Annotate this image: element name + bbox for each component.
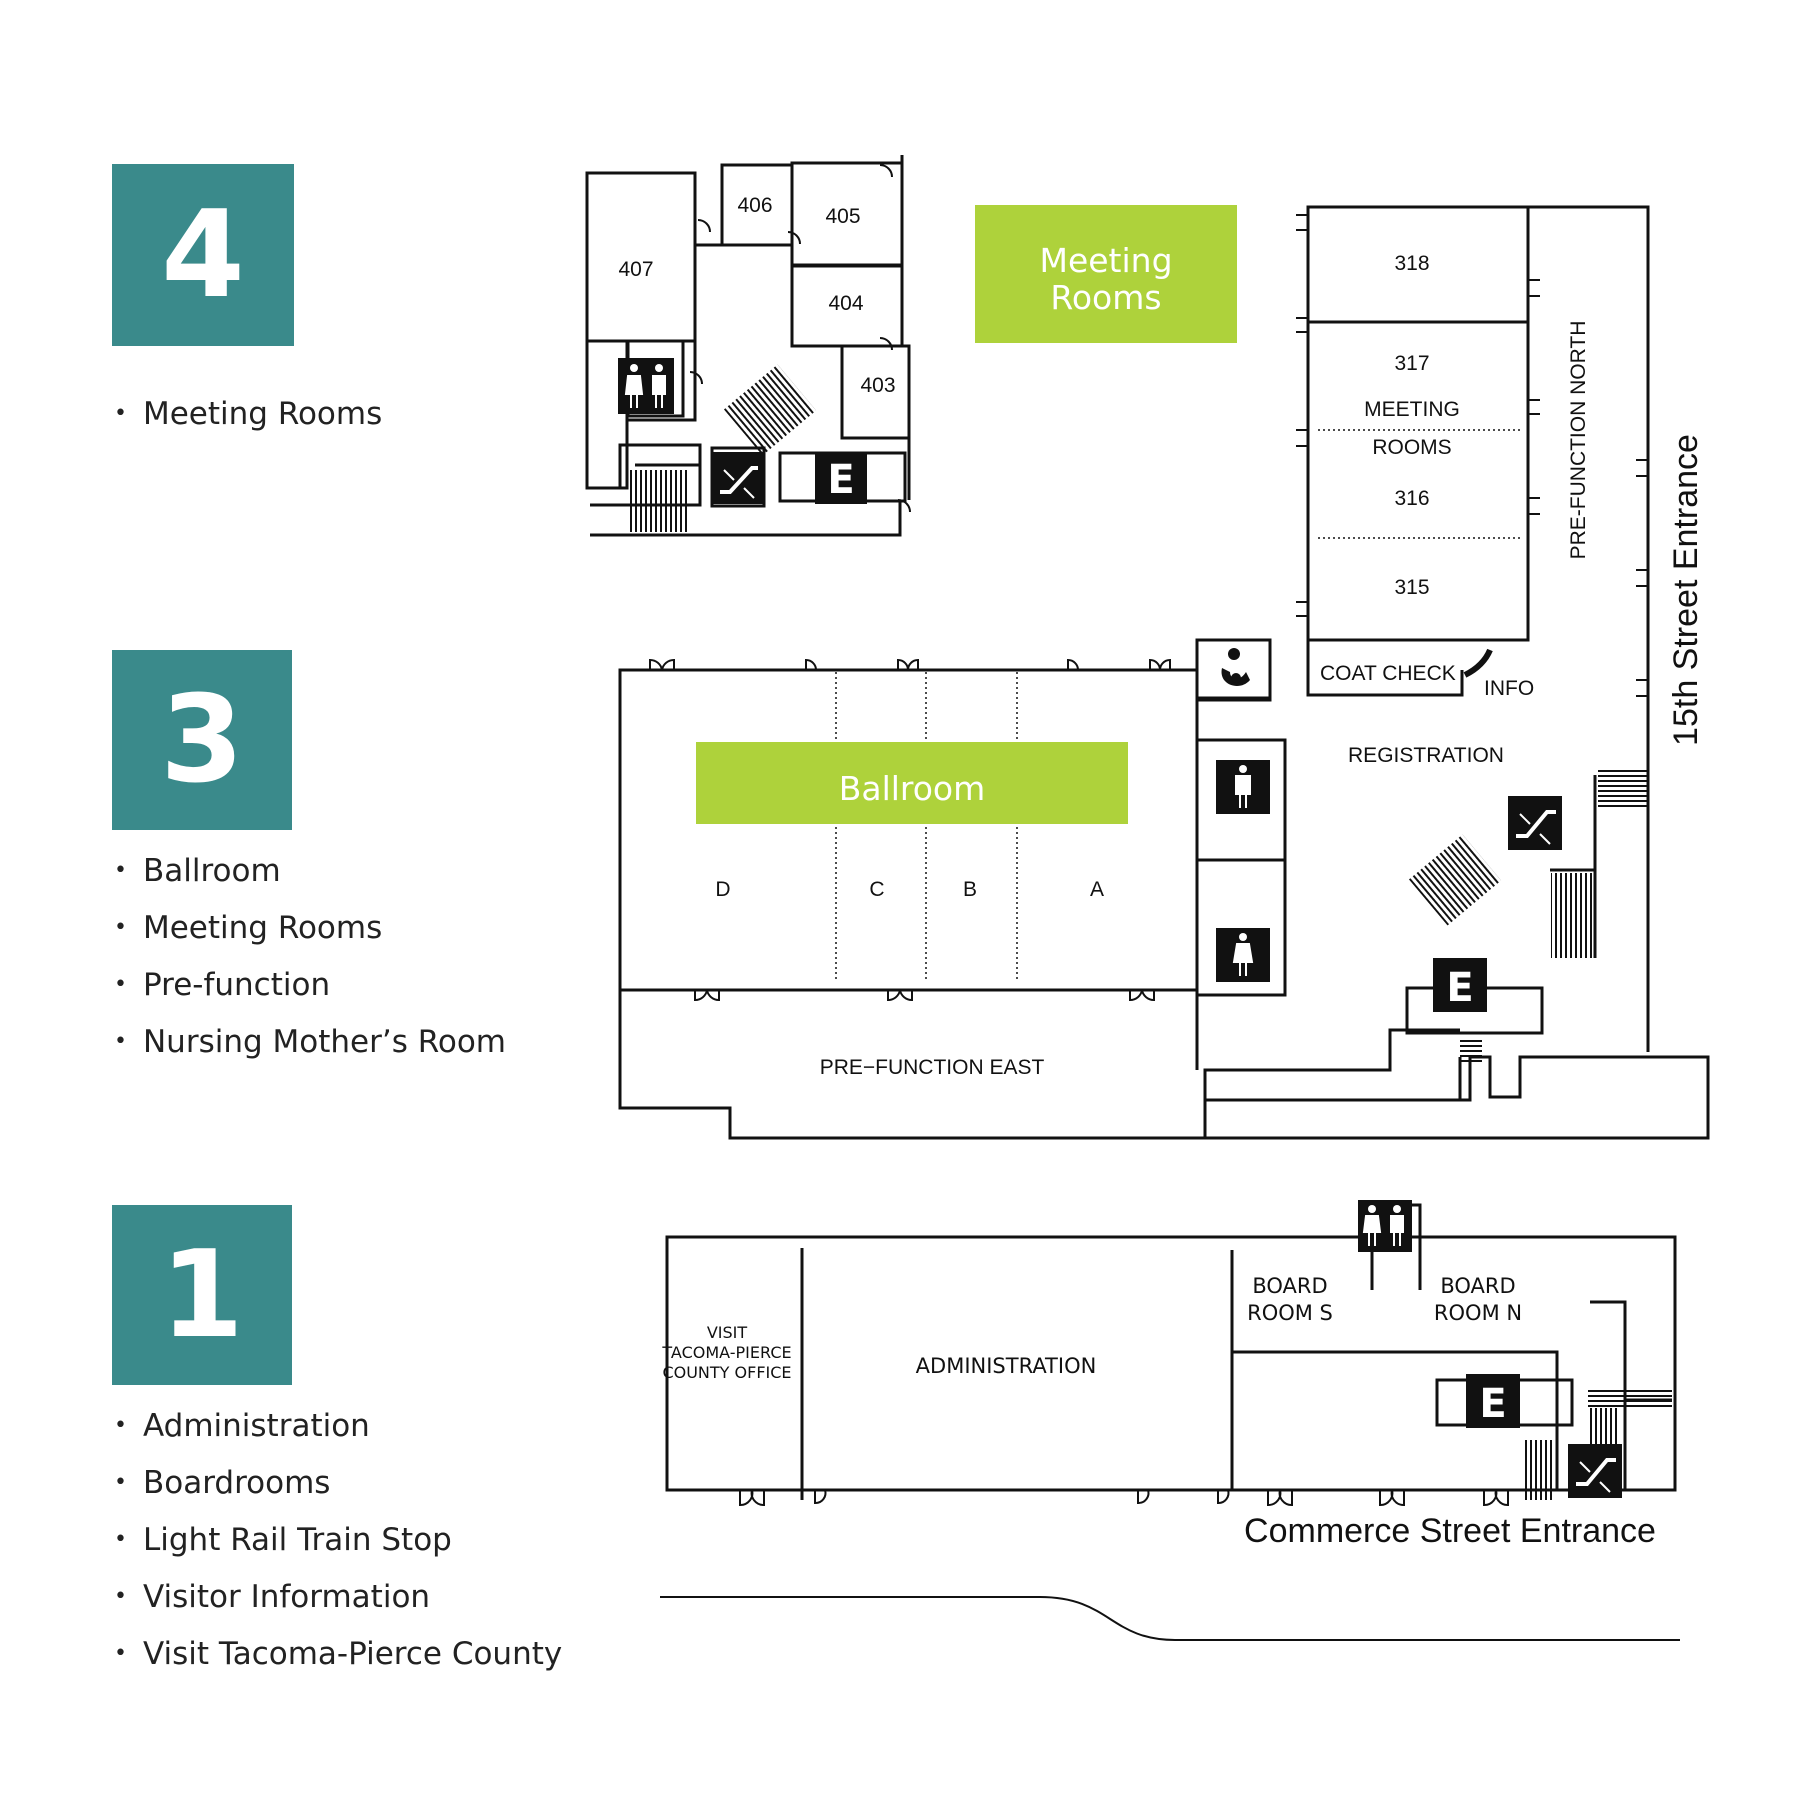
floor-4-highlight (975, 205, 1237, 343)
stairs-icon (1551, 873, 1596, 958)
stairs-icon (1460, 1038, 1482, 1063)
room-407: 407 (618, 258, 653, 281)
elevator-label: E (1479, 1381, 1506, 1427)
ballroom-section-a: A (1090, 878, 1104, 901)
stairs-icon (1588, 1408, 1618, 1448)
room-315: 315 (1394, 576, 1429, 599)
board-room-s-label-2: ROOM S (1247, 1301, 1333, 1325)
womens-restroom-icon (1216, 928, 1270, 982)
ballroom-section-c: C (869, 878, 884, 901)
escalator-icon (1508, 796, 1562, 850)
legend-item: Meeting Rooms (112, 899, 506, 956)
stairs-icon (1598, 768, 1648, 808)
registration-label: REGISTRATION (1348, 744, 1504, 767)
floor-3-legend: Ballroom Meeting Rooms Pre-function Nurs… (112, 842, 506, 1070)
visit-label-2: TACOMA-PIERCE (661, 1343, 791, 1362)
stairs-icon (723, 364, 817, 456)
elevator-label: E (827, 457, 854, 503)
room-318: 318 (1394, 252, 1429, 275)
room-405: 405 (825, 205, 860, 228)
commerce-street-entrance-label: Commerce Street Entrance (1244, 1512, 1656, 1550)
stairs-icon (1408, 834, 1502, 926)
legend-item: Visitor Information (112, 1568, 562, 1625)
room-316: 316 (1394, 487, 1429, 510)
visit-label-1: VISIT (707, 1323, 748, 1342)
room-317: 317 (1394, 352, 1429, 375)
floor-1-number: 1 (160, 1225, 244, 1365)
legend-item: Boardrooms (112, 1454, 562, 1511)
floor-1-legend: Administration Boardrooms Light Rail Tra… (112, 1397, 562, 1682)
floor-4-badge: 4 (112, 164, 294, 346)
meeting-label-2: ROOMS (1372, 436, 1451, 459)
ballroom-section-b: B (963, 878, 977, 901)
coat-check-label: COAT CHECK (1320, 662, 1456, 685)
stairs-icon (629, 470, 689, 532)
legend-item: Light Rail Train Stop (112, 1511, 562, 1568)
restroom-icon (1358, 1200, 1412, 1252)
ballroom-highlight (696, 742, 1128, 824)
board-room-n-label-1: BOARD (1440, 1274, 1515, 1298)
room-404: 404 (828, 292, 863, 315)
nursing-mother-icon (1195, 638, 1272, 700)
floor-1-badge: 1 (112, 1205, 292, 1385)
floor-3-badge: 3 (112, 650, 292, 830)
prefunction-north-label: PRE-FUNCTION NORTH (1567, 321, 1590, 560)
floor-4-number: 4 (161, 185, 245, 325)
board-room-n-label-2: ROOM N (1434, 1301, 1522, 1325)
elevator-icon: E (1433, 958, 1487, 1012)
ballroom-section-d: D (715, 878, 730, 901)
administration-label: ADMINISTRATION (916, 1354, 1097, 1378)
info-label: INFO (1484, 677, 1534, 700)
legend-item: Ballroom (112, 842, 506, 899)
legend-item: Visit Tacoma-Pierce County (112, 1625, 562, 1682)
elevator-icon: E (1466, 1374, 1520, 1428)
highlight-label-1: Meeting (1039, 241, 1172, 280)
legend-item: Meeting Rooms (112, 385, 382, 442)
elevator-label: E (1446, 965, 1473, 1011)
legend-item: Pre-function (112, 956, 506, 1013)
visit-label-3: COUNTY OFFICE (662, 1363, 791, 1382)
escalator-icon (712, 452, 764, 504)
floor-4-legend: Meeting Rooms (112, 385, 382, 442)
mens-restroom-icon (1216, 760, 1270, 814)
ballroom-label: Ballroom (839, 769, 986, 808)
restroom-icon (618, 358, 674, 414)
prefunction-east-label: PRE−FUNCTION EAST (820, 1056, 1045, 1079)
floor-1-plan (665, 1203, 1677, 1500)
stairs-icon (1588, 1388, 1672, 1408)
board-room-s-label-1: BOARD (1252, 1274, 1327, 1298)
stairs-icon (1525, 1440, 1555, 1500)
highlight-label-2: Rooms (1050, 278, 1161, 317)
room-403: 403 (860, 374, 895, 397)
door-icon (649, 214, 1648, 1507)
legend-item: Nursing Mother’s Room (112, 1013, 506, 1070)
meeting-label-1: MEETING (1364, 398, 1460, 421)
15th-street-entrance-label: 15th Street Entrance (1667, 434, 1705, 746)
room-406: 406 (737, 194, 772, 217)
elevator-icon: E (815, 452, 867, 504)
escalator-icon (1568, 1444, 1622, 1498)
legend-item: Administration (112, 1397, 562, 1454)
floor-3-plan (618, 205, 1710, 1140)
floor-3-number: 3 (160, 670, 244, 810)
